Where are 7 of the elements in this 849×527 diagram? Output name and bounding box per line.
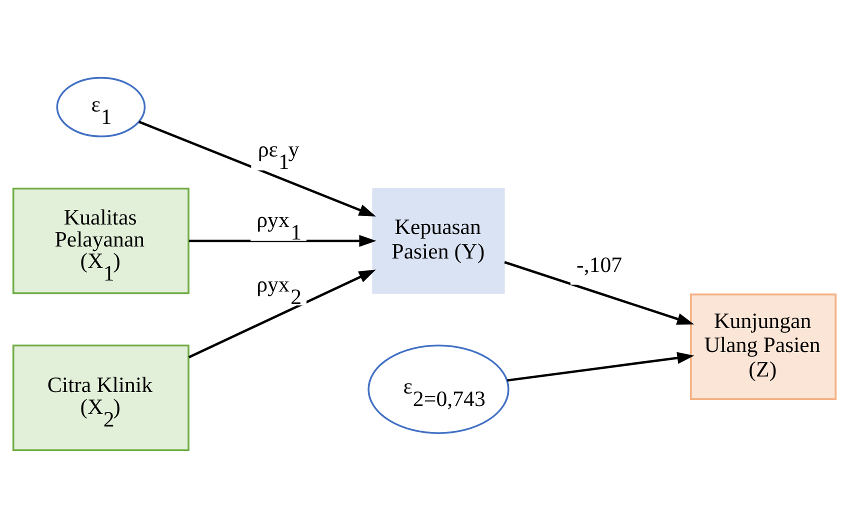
node-box: Kepuasan Pasien (Y) (372, 188, 505, 294)
arrow (504, 260, 694, 324)
arrow (138, 120, 376, 216)
node-box: Kunjungan Ulang Pasien (Z) (690, 293, 837, 400)
edge-label: -,107 (576, 251, 622, 276)
arrow (188, 234, 376, 246)
arrow (507, 352, 694, 382)
